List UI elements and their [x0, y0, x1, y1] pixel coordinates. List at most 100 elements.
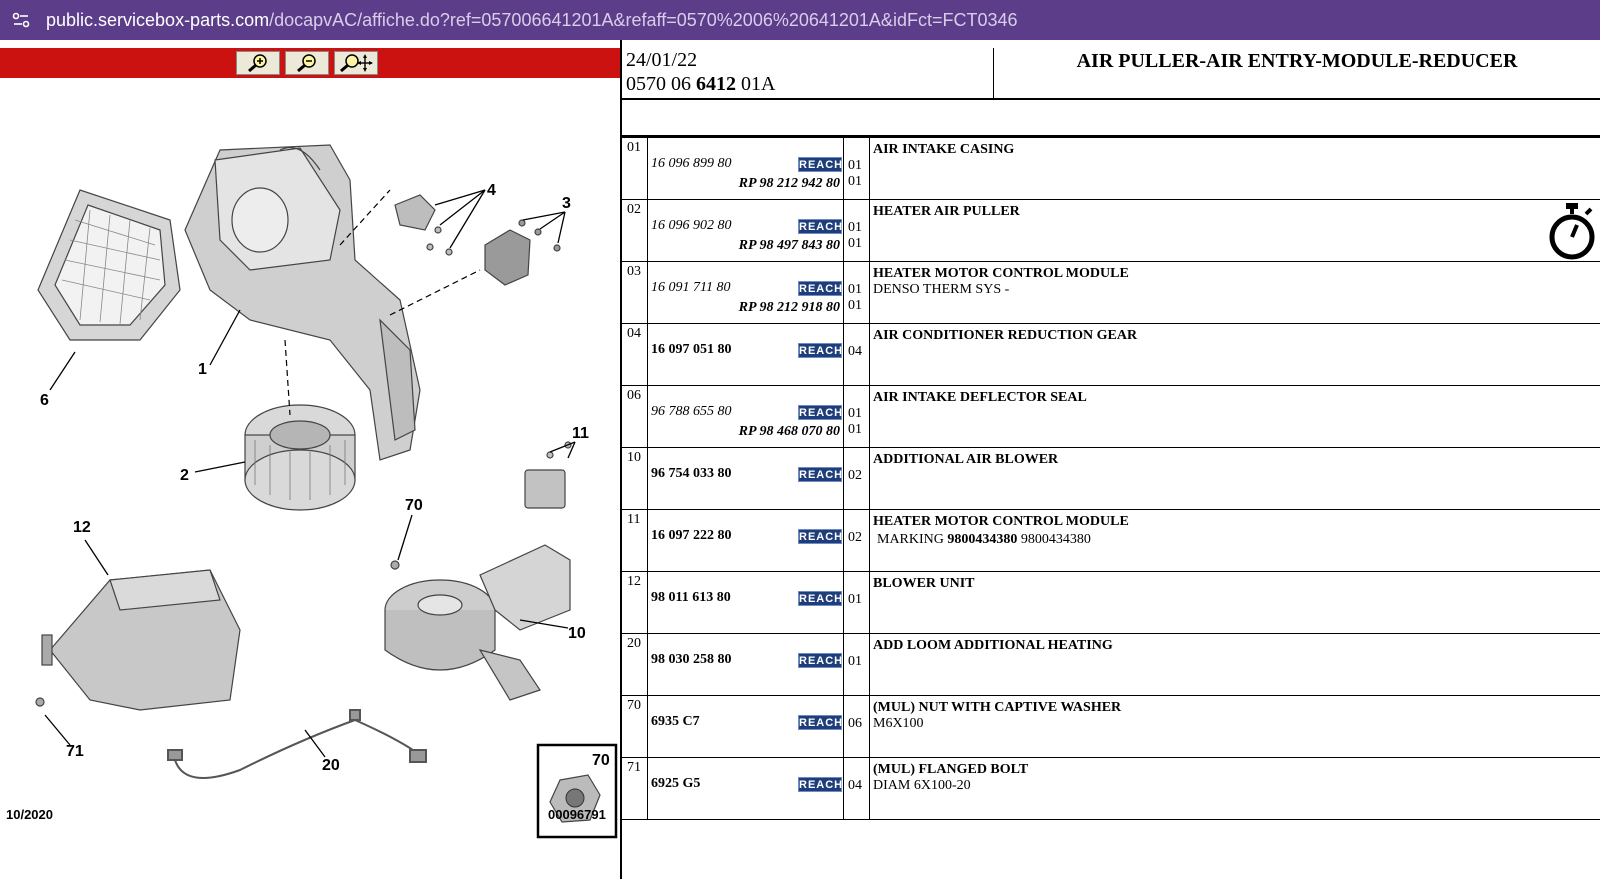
part-ref-cell: 01 [622, 138, 648, 199]
part-number[interactable]: 16 096 902 80 [651, 218, 732, 233]
site-info-icon[interactable] [10, 9, 32, 31]
description-cell: ADD LOOM ADDITIONAL HEATING [871, 634, 1600, 695]
part-number[interactable]: 96 788 655 80 [651, 404, 732, 419]
part-number[interactable]: 96 754 033 80 [651, 466, 732, 481]
diagram-label-6: 6 [40, 392, 49, 409]
part-description: (MUL) FLANGED BOLT [873, 762, 1029, 777]
table-top-divider [622, 135, 1600, 138]
zoom-out-icon [297, 54, 316, 73]
reach-badge[interactable]: REACH [798, 467, 844, 482]
reach-badge[interactable]: REACH [798, 405, 844, 420]
reach-badge[interactable]: REACH [798, 281, 844, 296]
reach-badge[interactable]: REACH [798, 591, 844, 606]
part-number[interactable]: 6925 G5 [651, 776, 701, 791]
part-description: HEATER MOTOR CONTROL MODULE [873, 514, 1129, 529]
part-ref-cell: 70 [622, 696, 648, 757]
diagram-label-3: 3 [562, 195, 571, 212]
description-cell: ADDITIONAL AIR BLOWER [871, 448, 1600, 509]
quantity-cell: 06 [844, 696, 870, 757]
part-number-cell: 96 788 655 80 REACH RP 98 468 070 80 [648, 386, 844, 447]
exploded-parts-diagram[interactable]: 4 3 1 6 2 11 70 12 10 71 20 70 [0, 90, 620, 879]
description-cell: AIR INTAKE DEFLECTOR SEAL [871, 386, 1600, 447]
diagram-id: 00096791 [548, 807, 606, 822]
diagram-date: 10/2020 [6, 807, 53, 822]
marking-label: MARKING [877, 532, 944, 547]
zoom-out-button[interactable] [285, 51, 329, 75]
part-note: DENSO THERM SYS - [873, 282, 1010, 297]
quantity: 01 [848, 158, 862, 173]
reach-badge[interactable]: REACH [798, 715, 844, 730]
part-number[interactable]: 6935 C7 [651, 714, 700, 729]
part-number[interactable]: 98 030 258 80 [651, 652, 732, 667]
url-field[interactable]: public.servicebox-parts.com/docapvAC/aff… [46, 10, 1018, 31]
wiring-loom-drawing [167, 709, 427, 779]
replacement-part-number[interactable]: RP 98 212 942 80 [738, 176, 840, 191]
header-reference: 0570 06 6412 01A [626, 73, 776, 95]
replacement-part-number[interactable]: RP 98 212 918 80 [738, 300, 840, 315]
reach-badge[interactable]: REACH [798, 343, 844, 358]
part-description: ADDITIONAL AIR BLOWER [873, 452, 1059, 467]
quantity: 04 [848, 344, 862, 359]
diagram-label-10: 10 [568, 625, 586, 642]
replacement-part-number[interactable]: RP 98 468 070 80 [738, 424, 840, 439]
diagram-label-20: 20 [322, 757, 340, 774]
part-note: DIAM 6X100-20 [873, 778, 971, 793]
reduction-gear-drawing [394, 194, 453, 256]
reach-badge[interactable]: REACH [798, 777, 844, 792]
reach-badge[interactable]: REACH [798, 529, 844, 544]
part-number-cell: 96 754 033 80 REACH [648, 448, 844, 509]
part-number[interactable]: 16 097 222 80 [651, 528, 732, 543]
part-description: AIR INTAKE CASING [873, 142, 1015, 157]
replacement-quantity: 01 [848, 174, 862, 189]
additional-blower-drawing [384, 544, 571, 701]
part-number[interactable]: 16 097 051 80 [651, 342, 732, 357]
replacement-quantity: 01 [848, 422, 862, 437]
address-bar: public.servicebox-parts.com/docapvAC/aff… [0, 0, 1600, 40]
diagram-label-11: 11 [572, 425, 589, 442]
url-path: /docapvAC/affiche.do?ref=057006641201A&r… [269, 9, 1018, 30]
part-number[interactable]: 16 091 711 80 [651, 280, 731, 295]
diagram-label-1: 1 [198, 361, 207, 378]
part-description: ADD LOOM ADDITIONAL HEATING [873, 638, 1113, 653]
pan-zoom-button[interactable] [334, 51, 378, 75]
air-filter-drawing [37, 189, 181, 341]
part-ref-cell: 02 [622, 200, 648, 261]
part-number-cell: 6925 G5 REACH [648, 758, 844, 819]
header-date: 24/01/22 [626, 49, 698, 71]
part-number[interactable]: 98 011 613 80 [651, 590, 731, 605]
reach-badge[interactable]: REACH [798, 157, 844, 172]
zoom-in-button[interactable] [236, 51, 280, 75]
header-info: 24/01/22 0570 06 6412 01A [624, 48, 994, 100]
part-ref-cell: 04 [622, 324, 648, 385]
stopwatch-icon[interactable] [1544, 200, 1598, 262]
inset-detail-70: 70 [536, 743, 618, 839]
quantity-cell: 01 [844, 634, 870, 695]
quantity: 01 [848, 592, 862, 607]
replacement-part-number[interactable]: RP 98 497 843 80 [738, 238, 840, 253]
part-number[interactable]: 16 096 899 80 [651, 156, 732, 171]
part-description: (MUL) NUT WITH CAPTIVE WASHER [873, 700, 1122, 715]
diagram-label-2: 2 [180, 467, 189, 484]
part-ref-cell: 03 [622, 262, 648, 323]
part-description: BLOWER UNIT [873, 576, 975, 591]
reach-badge[interactable]: REACH [798, 219, 844, 234]
part-number-cell: 16 097 051 80 REACH [648, 324, 844, 385]
panel-divider [620, 40, 622, 879]
air-intake-casing-drawing [184, 144, 421, 461]
reach-badge[interactable]: REACH [798, 653, 844, 668]
